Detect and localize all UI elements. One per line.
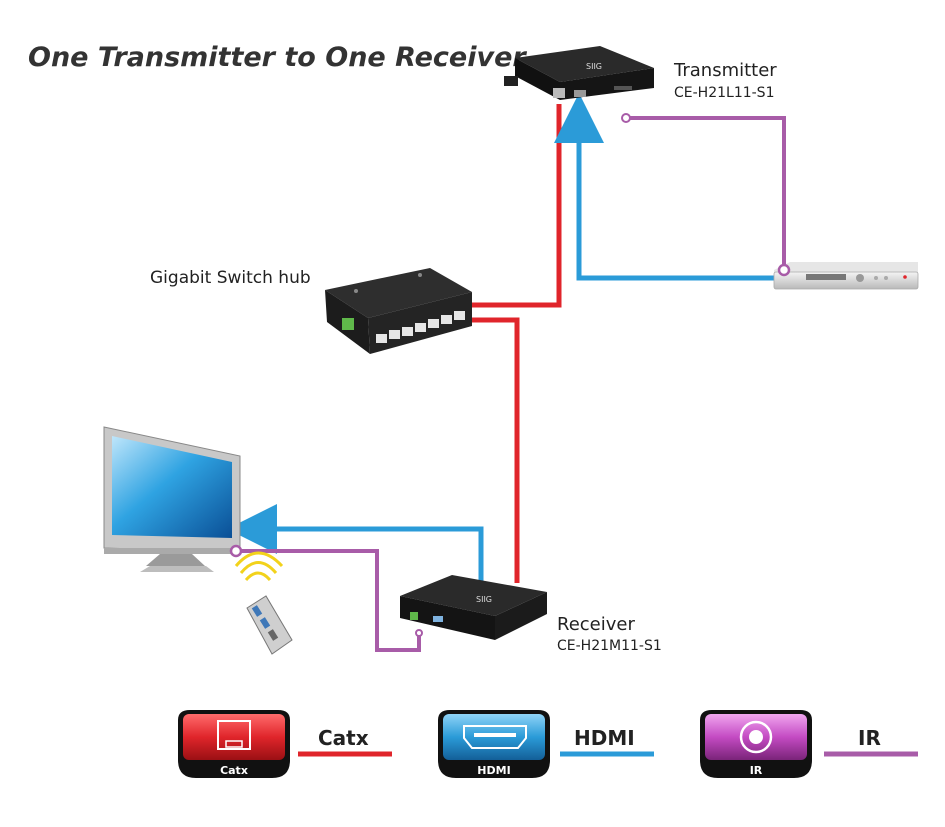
legend-label-hdmi: HDMI <box>574 726 635 750</box>
receiver-model: CE-H21M11-S1 <box>557 638 662 654</box>
transmitter-model: CE-H21L11-S1 <box>674 85 774 101</box>
legend: Catx Catx HDMI HDMI IR IR <box>178 710 918 778</box>
hdmi-cable-source-transmitter <box>554 93 778 281</box>
hdmi-cable-receiver-tv <box>227 504 484 582</box>
hdmi-port-icon <box>463 725 527 749</box>
receiver-brand-logo: SIIG <box>476 595 492 604</box>
catx-cable-switch-receiver <box>462 317 520 583</box>
switch-hub-device <box>325 268 472 354</box>
transmitter-label: Transmitter <box>673 60 777 81</box>
ir-port-icon <box>739 720 773 754</box>
diagram-title: One Transmitter to One Receiver <box>28 42 527 73</box>
legend-label-ir: IR <box>858 726 881 750</box>
receiver-device: SIIG <box>400 575 547 640</box>
receiver-label: Receiver <box>557 614 635 635</box>
catx-cable-transmitter-switch <box>469 104 562 308</box>
legend-item-ir: IR IR <box>700 710 918 778</box>
switch-label: Gigabit Switch hub <box>150 268 311 288</box>
transmitter-device: SIIG <box>504 46 654 123</box>
ethernet-port-icon <box>217 720 251 750</box>
transmitter-catx-port <box>553 88 565 98</box>
legend-badge-ir: IR <box>750 764 763 777</box>
legend-item-catx: Catx Catx <box>178 710 392 778</box>
source-player-device <box>773 262 919 290</box>
legend-badge-hdmi: HDMI <box>477 764 510 777</box>
transmitter-hdmi-port <box>574 90 586 97</box>
legend-label-catx: Catx <box>318 726 369 750</box>
ir-cable-tv-receiver <box>236 549 421 652</box>
transmitter-brand-logo: SIIG <box>586 62 602 71</box>
television-display <box>103 426 243 572</box>
legend-badge-catx: Catx <box>220 764 248 777</box>
ir-cable-transmitter-source <box>626 116 786 266</box>
switch-ports <box>376 311 465 343</box>
legend-item-hdmi: HDMI HDMI <box>438 710 654 778</box>
remote-control-icon <box>234 551 293 655</box>
